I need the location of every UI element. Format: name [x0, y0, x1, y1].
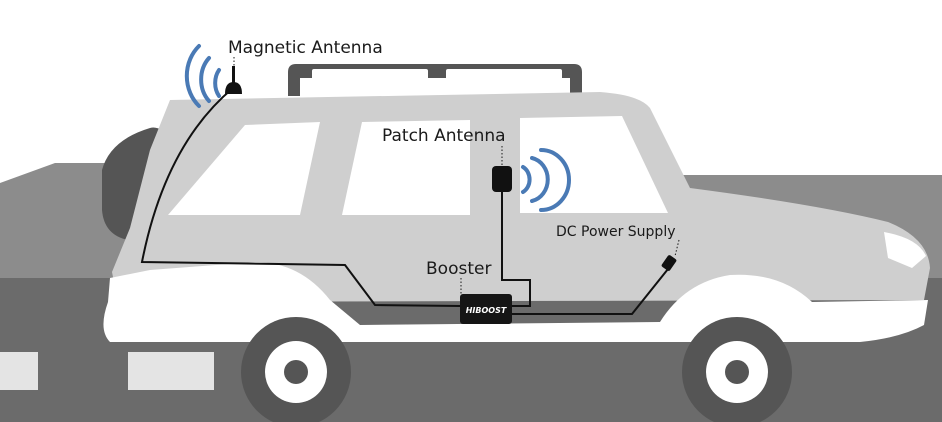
magnetic-antenna-label: Magnetic Antenna [228, 38, 383, 58]
road-marking [128, 352, 214, 390]
booster-label: Booster [426, 259, 492, 279]
booster-device [460, 294, 512, 324]
road-marking [0, 352, 38, 390]
dc-power-supply-label: DC Power Supply [556, 224, 676, 240]
magnetic-antenna-whip [232, 66, 235, 84]
antenna-cable [140, 87, 461, 307]
booster-brand: HIBOOST [466, 306, 507, 315]
rear-window [168, 122, 320, 215]
roof-rack-slot [312, 69, 428, 83]
dc-power-plug [661, 255, 677, 271]
signal-wave-icon [530, 156, 550, 203]
headlight [884, 232, 926, 268]
middle-window [342, 120, 470, 215]
roof-rack-slot [446, 69, 562, 83]
signal-wave-icon [213, 68, 221, 98]
signal-wave-icon [184, 44, 201, 108]
power-cable [512, 263, 673, 315]
front-wheel-hub [725, 360, 749, 384]
front-window [520, 116, 668, 213]
signal-wave-icon [539, 148, 571, 212]
patch-antenna [492, 166, 512, 192]
leader-line [674, 239, 680, 257]
rear-wheel-hub [284, 360, 308, 384]
patch-antenna-label: Patch Antenna [382, 126, 506, 146]
patch-antenna-cable [501, 192, 531, 307]
signal-wave-icon [199, 56, 211, 103]
magnetic-antenna [225, 82, 242, 94]
signal-wave-icon [521, 165, 532, 194]
